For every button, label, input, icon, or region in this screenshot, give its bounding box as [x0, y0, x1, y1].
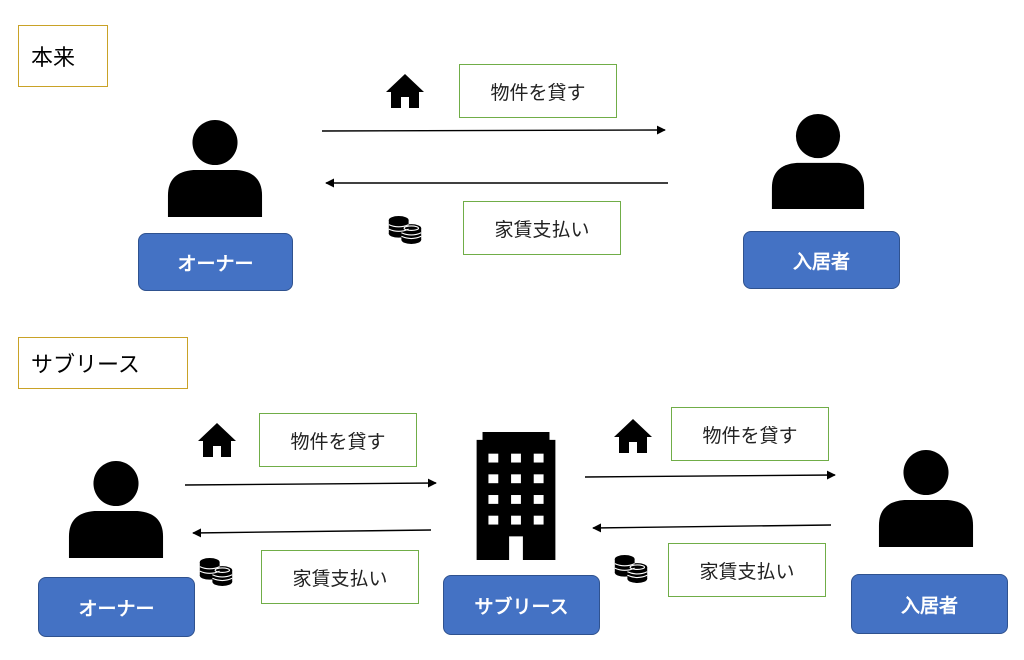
rent-caption: 家賃支払い — [668, 543, 826, 597]
section-label-top: 本来 — [18, 25, 108, 87]
lend-caption: 物件を貸す — [459, 64, 617, 118]
tenant-box: 入居者 — [743, 231, 900, 289]
sublease-box: サブリース — [443, 575, 600, 635]
coins-icon — [613, 553, 649, 585]
owner-box: オーナー — [138, 233, 293, 291]
tenant-box: 入居者 — [851, 574, 1008, 634]
coins-icon — [198, 556, 234, 588]
section-label-bottom: サブリース — [18, 337, 188, 389]
lend-caption: 物件を貸す — [259, 413, 417, 467]
rent-caption: 家賃支払い — [261, 550, 419, 604]
owner-box: オーナー — [38, 577, 195, 637]
lend-caption: 物件を貸す — [671, 407, 829, 461]
rent-caption: 家賃支払い — [463, 201, 621, 255]
